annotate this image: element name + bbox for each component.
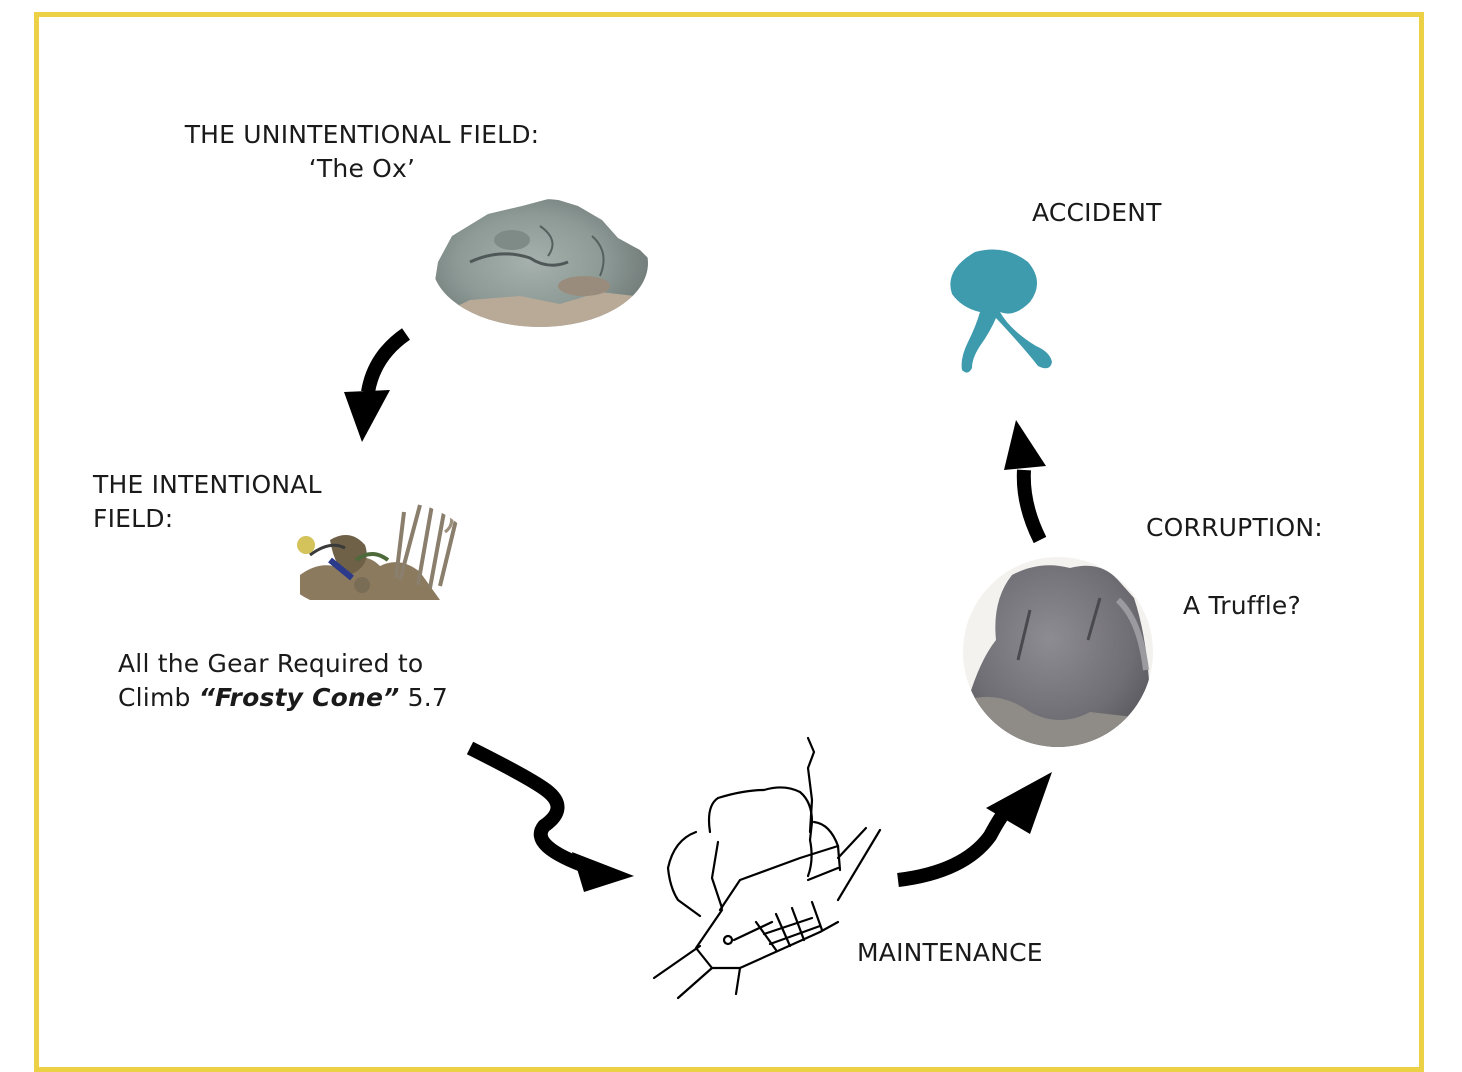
gear-caption-prefix: Climb [118,683,199,712]
corruption-title: CORRUPTION: [1146,513,1323,542]
maintenance-label: MAINTENANCE [857,938,1043,967]
climbing-gear-photo [275,498,475,614]
route-grade: 5.7 [399,683,448,712]
truffle-rock-photo [963,557,1153,747]
unintentional-title-line2: ‘The Ox’ [308,154,416,183]
boulder-line-drawing [652,736,882,1000]
arrow-ox-to-intentional [344,328,411,442]
unintentional-title-line1: THE UNINTENTIONAL FIELD: [184,120,540,149]
arrow-corruption-to-accident [1004,420,1047,544]
gear-caption-line1: All the Gear Required to [118,649,424,678]
accident-label: ACCIDENT [1032,198,1162,227]
arrow-intentional-to-maintenance [466,741,634,892]
unintentional-field-title: THE UNINTENTIONAL FIELD: ‘The Ox’ [150,118,574,186]
intentional-field-title: THE INTENTIONAL FIELD: [93,468,393,536]
corruption-subtitle: A Truffle? [1183,591,1301,620]
splat-icon [950,249,1052,373]
arrow-maintenance-to-corruption [897,772,1052,887]
intentional-title-line1: THE INTENTIONAL [93,470,322,499]
route-name: “Frosty Cone” [198,683,400,712]
ox-rock-photo [432,199,648,327]
gear-caption-line2: Climb “Frosty Cone” 5.7 [118,681,538,715]
intentional-title-line2: FIELD: [93,504,174,533]
gear-caption: All the Gear Required to Climb “Frosty C… [118,647,538,715]
